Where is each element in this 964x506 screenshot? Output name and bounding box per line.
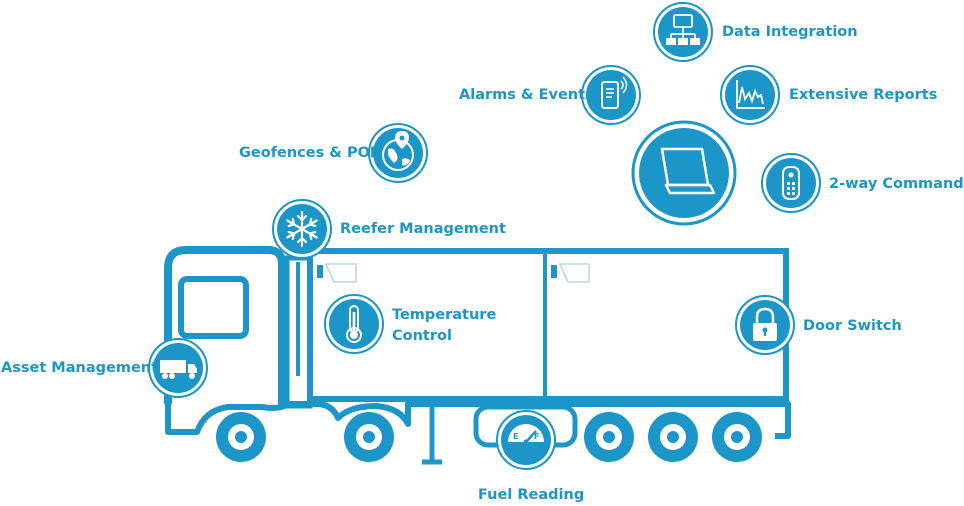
reefer-management-label: Reefer Management [340,221,506,237]
door-switch-label: Door Switch [803,318,902,334]
extensive-reports-badge [720,65,780,125]
remote-control-icon [782,166,800,200]
truck-cab [164,246,286,405]
wheel-rear-cab [344,412,394,462]
gauge-full-label: F [534,432,539,441]
gauge-empty-label: E [513,432,518,441]
two-way-command-badge [761,153,821,213]
wheel-trailer-2 [648,412,698,462]
control-label: Control [392,328,452,344]
padlock-icon [753,307,777,341]
asset-management-badge [148,338,208,398]
wheel-trailer-3 [712,412,762,462]
fuel-reading-badge: E F [496,410,556,470]
cab-window [178,276,249,339]
globe-pin-icon [382,131,414,171]
data-integration-badge [653,2,713,62]
fuel-gauge-icon: E F [508,424,544,445]
extensive-reports-label: Extensive Reports [789,87,938,103]
snowflake-icon [286,210,318,248]
network-icon [670,14,696,38]
truck-chassis [165,401,791,439]
truck-icon [160,360,197,379]
laptop-badge [631,120,737,226]
asset-management-label: Asset Management [1,360,159,376]
mobile-signal-icon [601,76,628,109]
alarms-events-label: Alarms & Events [459,87,594,103]
geofences-poi-label: Geofences & POI [239,145,376,161]
fuel-reading-label: Fuel Reading [478,487,585,503]
trailer-sensor-2 [551,263,590,283]
data-integration-label: Data Integration [722,24,858,40]
thermometer-icon [346,305,362,343]
two-way-command-label: 2-way Command [829,176,964,192]
wheel-front [216,412,266,462]
laptop-icon [660,147,716,195]
door-switch-badge [735,295,795,355]
temperature-label: Temperature [392,307,497,323]
alarms-events-badge [581,65,641,125]
trailer-sensor-1 [317,263,357,283]
chart-report-icon [736,80,765,109]
temperature-control-badge [324,294,384,354]
wheel-trailer-1 [584,412,634,462]
geofences-poi-badge [368,123,428,183]
reefer-management-badge [272,199,332,259]
